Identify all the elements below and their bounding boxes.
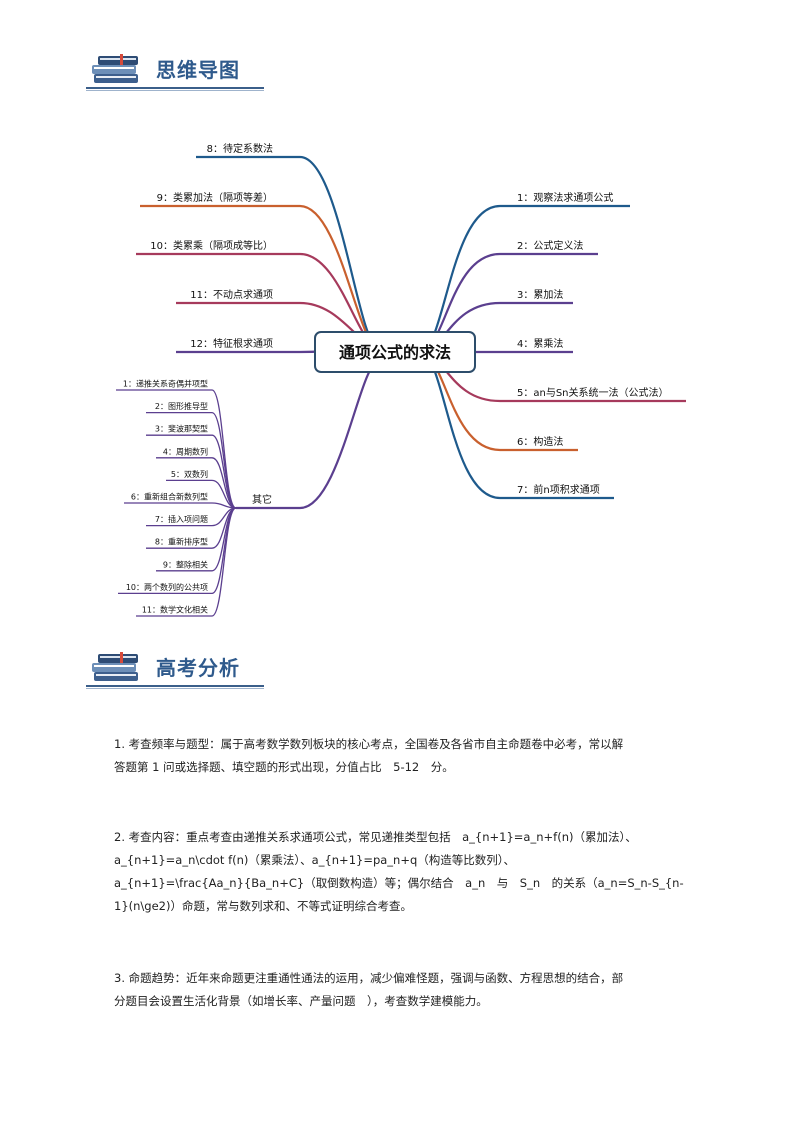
analysis-line: 3. 命题趋势：近年来命题更注重通性通法的运用，减少偏难怪题，强调与函数、方程思… [114, 971, 624, 985]
sub-branch-label: 9：整除相关 [163, 559, 208, 569]
sub-branch-line [136, 507, 237, 617]
branch-line [196, 155, 379, 349]
branch-label: 3：累加法 [517, 288, 563, 301]
branch-label: 5：an与Sn关系统一法（公式法） [517, 386, 669, 399]
section-header-analysis: 高考分析 [86, 648, 264, 689]
sub-branch-label: 11：数学文化相关 [142, 605, 208, 615]
sub-branch-label: 8：重新排序型 [155, 537, 208, 547]
branch-label: 2：公式定义法 [517, 239, 583, 252]
analysis-paragraph-1: 1. 考查频率与题型：属于高考数学数列板块的核心考点，全国卷及各省市自主命题卷中… [114, 733, 704, 779]
sub-branch-line [146, 411, 237, 509]
center-node [314, 331, 476, 373]
analysis-line: 1. 考查频率与题型：属于高考数学数列板块的核心考点，全国卷及各省市自主命题卷中… [114, 737, 624, 751]
analysis-line: 分题目会设置生活化背景（如增长率、产量问题 ），考查数学建模能力。 [114, 994, 488, 1008]
section-rule-thin [86, 90, 264, 91]
sub-branch-label: 1：递推关系奇偶并项型 [123, 379, 208, 389]
analysis-line: a_{n+1}=a_n\cdot f(n)（累乘法）、a_{n+1}=pa_n+… [114, 853, 516, 867]
branch-label: 10：类累乘（隔项成等比） [150, 239, 273, 252]
section-rule [86, 685, 264, 687]
branch-label: 4：累乘法 [517, 337, 563, 350]
section-rule-thin [86, 688, 264, 689]
branch-line [140, 204, 379, 349]
branch-label: 1：观察法求通项公式 [517, 191, 613, 204]
branch-label: 11：不动点求通项 [190, 289, 273, 301]
sub-branch-label: 3：斐波那契型 [155, 424, 208, 434]
section-title: 高考分析 [156, 656, 240, 680]
sub-branch-line [166, 479, 237, 509]
sub-branch-label: 2：图形推导型 [155, 401, 208, 411]
books-icon [92, 652, 138, 681]
sub-branch-label: 10：两个数列的公共项 [126, 582, 208, 592]
branch-line [419, 204, 630, 354]
branch-label: 7：前n项积求通项 [517, 483, 600, 496]
analysis-line: 答题第 1 问或选择题、填空题的形式出现，分值占比 5-12 分。 [114, 760, 454, 774]
branch-label: 6：构造法 [517, 435, 563, 448]
branch-label: 8：待定系数法 [207, 142, 273, 155]
sub-branch-label: 7：插入项问题 [155, 514, 208, 524]
mind-map: 1：观察法求通项公式 2：公式定义法 3：累加法 4：累乘法 5：an与Sn关系统一法（… [116, 142, 686, 617]
center-node-label: 通项公式的求法 [339, 343, 451, 362]
analysis-paragraph-2: 2. 考查内容：重点考查由递推关系求通项公式，常见递推类型包括 a_{n+1}=… [114, 826, 704, 918]
sub-branch-label: 6：重新组合新数列型 [131, 492, 208, 502]
analysis-line: a_{n+1}=\frac{Aa_n}{Ba_n+C}（取倒数构造）等；偶尔结合… [114, 876, 684, 890]
sub-branch-label: 5：双数列 [171, 469, 208, 479]
branch-line [236, 360, 379, 510]
section-title: 思维导图 [156, 58, 240, 82]
analysis-paragraph-3: 3. 命题趋势：近年来命题更注重通性通法的运用，减少偏难怪题，强调与函数、方程思… [114, 967, 704, 1013]
books-icon [92, 54, 138, 83]
sub-branch-label: 4：周期数列 [163, 446, 208, 456]
branch-label-other: 其它 [252, 493, 272, 506]
sub-branch-line [124, 502, 237, 509]
branch-label: 9：类累加法（隔项等差） [157, 191, 273, 204]
sub-branch-line [146, 434, 237, 509]
section-header-mindmap: 思维导图 [86, 50, 264, 91]
branch-label: 12：特征根求通项 [190, 337, 273, 350]
analysis-line: 2. 考查内容：重点考查由递推关系求通项公式，常见递推类型包括 a_{n+1}=… [114, 830, 637, 844]
analysis-line: 1}(n\ge2)）命题，常与数列求和、不等式证明综合考查。 [114, 899, 412, 913]
section-rule [86, 87, 264, 89]
